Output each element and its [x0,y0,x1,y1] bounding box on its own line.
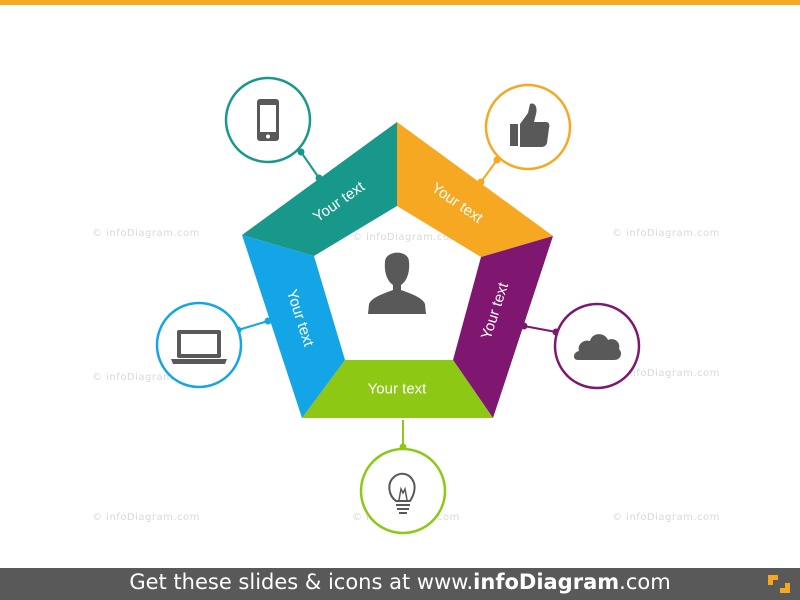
watermark: © infoDiagram.com [92,228,200,239]
watermark: © infoDiagram.com [352,232,460,243]
connector [234,317,272,334]
connector [297,148,323,182]
infodiagram-logo-icon [768,575,790,593]
footer-brand: infoDiagram [473,570,620,594]
icon-circle [359,447,447,535]
footer-suffix: .com [619,570,671,594]
segment-left [242,235,345,418]
watermark: © infoDiagram.com [612,368,720,379]
top-accent-bar [0,0,800,5]
segment-top-left [242,122,397,256]
person-icon [368,252,426,314]
footer-text: Get these slides & icons at www.infoDiag… [0,570,800,594]
segment-right [453,236,553,418]
footer-prefix: Get these slides & icons at www. [129,570,474,594]
connector [520,322,560,336]
watermark: © infoDiagram.com [92,512,200,523]
segment-top-right [397,122,553,257]
segment-bottom [302,360,493,418]
cloud-icon [573,334,622,360]
lightbulb-icon [388,472,416,514]
footer-bar: Get these slides & icons at www.infoDiag… [0,568,800,600]
segment-label: Your text [368,381,427,398]
connector [399,420,407,451]
smartphone-icon [257,99,279,141]
thumbs-up-icon [510,103,550,147]
watermark: © infoDiagram.com [612,228,720,239]
connector [477,156,501,186]
watermark: © infoDiagram.com [612,512,720,523]
watermark: © infoDiagram.com [92,372,200,383]
laptop-icon [171,330,227,364]
